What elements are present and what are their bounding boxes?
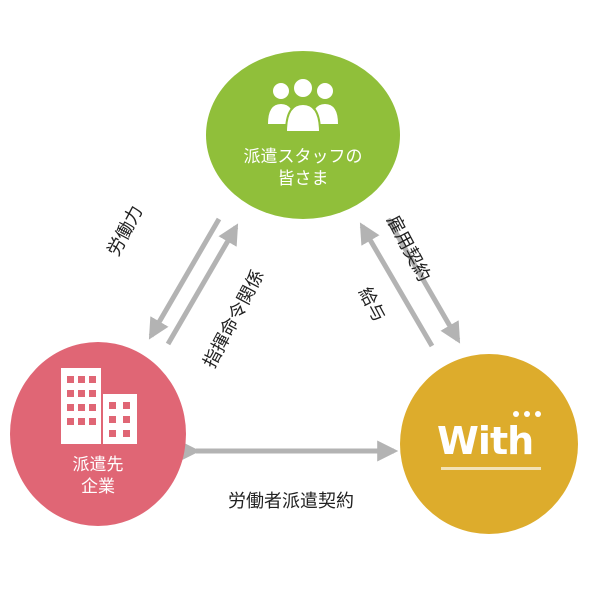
with-logo: With bbox=[429, 409, 549, 479]
people-icon bbox=[268, 77, 338, 132]
arrow-salary bbox=[359, 222, 435, 348]
logo-tagline-bar bbox=[441, 467, 541, 470]
client-label-line1: 派遣先 bbox=[72, 455, 124, 475]
staff-label-line1: 派遣スタッフの bbox=[243, 147, 363, 167]
logo-dot bbox=[524, 411, 530, 417]
logo-dot bbox=[535, 411, 541, 417]
arrow-employment bbox=[385, 217, 461, 344]
staff-circle: 派遣スタッフの 皆さま bbox=[206, 51, 400, 219]
logo-dot bbox=[513, 411, 519, 417]
with-logo-text: With bbox=[437, 419, 534, 463]
arrow-command bbox=[165, 223, 239, 346]
staff-label-line2: 皆さま bbox=[277, 169, 329, 189]
client-circle: 派遣先 企業 bbox=[10, 342, 186, 526]
label-dispatch: 労働者派遣契約 bbox=[228, 491, 354, 512]
building-icon bbox=[61, 368, 137, 444]
arrow-labor bbox=[148, 217, 222, 340]
with-circle: With bbox=[400, 354, 578, 534]
client-label-line2: 企業 bbox=[81, 477, 115, 497]
